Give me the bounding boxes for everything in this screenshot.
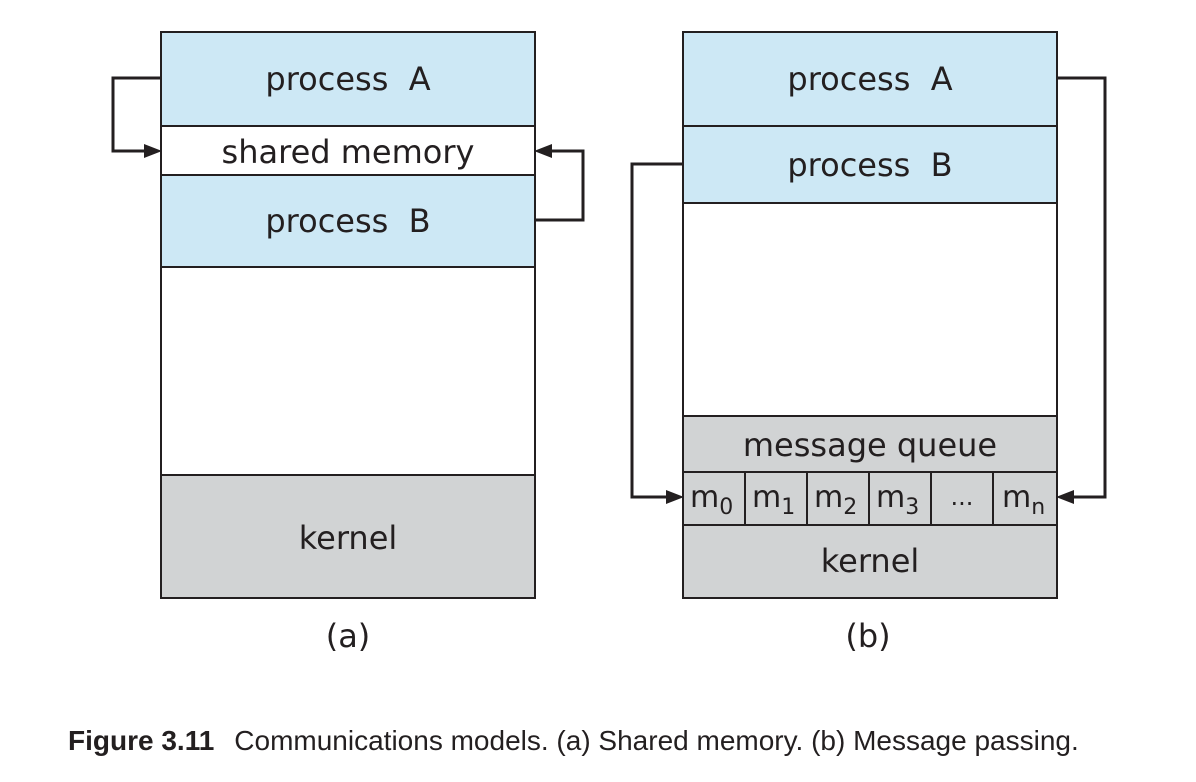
arrow-process-b-to-m0 xyxy=(630,162,684,504)
queue-cell-m0: m0 xyxy=(682,471,746,526)
queue-cell-label: m3 xyxy=(876,480,920,520)
queue-cell-label: m0 xyxy=(690,480,734,520)
kernel-block-b: kernel xyxy=(682,524,1058,599)
process-b-block-b: process B xyxy=(682,125,1058,204)
shared-memory-label: shared memory xyxy=(221,133,475,171)
panel-caption-a: (a) xyxy=(325,617,371,655)
queue-cell-label: ... xyxy=(950,483,974,511)
message-queue-label: message queue xyxy=(742,426,998,464)
process-a-label: process A xyxy=(265,60,431,98)
message-queue-block: message queue xyxy=(682,415,1058,473)
arrow-process-a-to-shared-memory xyxy=(111,76,162,158)
panel-caption-b: (b) xyxy=(845,617,891,655)
kernel-block-a: kernel xyxy=(160,474,536,599)
figure-caption-text: Communications models. (a) Shared memory… xyxy=(234,725,1079,756)
process-a-block: process A xyxy=(160,31,536,127)
process-a-label-b: process A xyxy=(787,60,953,98)
queue-cell-m2: m2 xyxy=(806,471,870,526)
process-b-label-b: process B xyxy=(787,146,953,184)
figure-caption: Figure 3.11 Communications models. (a) Sh… xyxy=(68,727,1079,755)
arrow-process-b-to-shared-memory xyxy=(534,144,585,222)
queue-cell-m1: m1 xyxy=(744,471,808,526)
process-a-block-b: process A xyxy=(682,31,1058,127)
process-b-block: process B xyxy=(160,174,536,268)
queue-cell-label: m2 xyxy=(814,480,858,520)
shared-memory-block: shared memory xyxy=(160,125,536,176)
kernel-label-b: kernel xyxy=(820,542,920,580)
kernel-label-a: kernel xyxy=(298,519,398,557)
arrow-process-a-to-mn xyxy=(1056,76,1107,504)
queue-cell-label: m1 xyxy=(752,480,796,520)
figure-number: Figure 3.11 xyxy=(68,725,215,756)
queue-cell-label: mn xyxy=(1002,480,1046,520)
queue-cell-mn: mn xyxy=(992,471,1058,526)
process-b-label: process B xyxy=(265,202,431,240)
